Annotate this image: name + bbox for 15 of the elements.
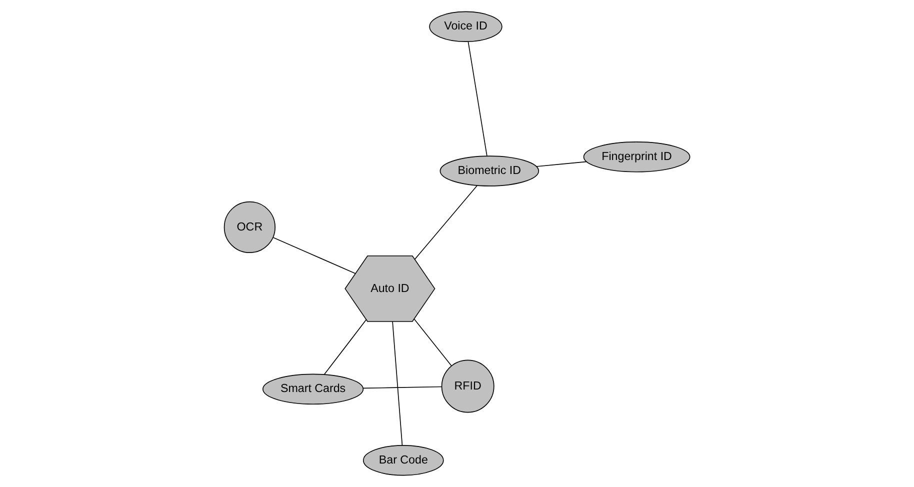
node-ellipse: Biometric ID [440, 156, 540, 186]
node-ellipse: Smart Cards [262, 374, 364, 405]
connector [414, 318, 452, 366]
node-ellipse: Bar Code [362, 444, 444, 476]
connector [536, 161, 588, 167]
connector [468, 41, 488, 156]
connector [392, 321, 403, 446]
node-ellipse: Voice ID [429, 11, 502, 42]
node-circle: RFID [441, 360, 494, 413]
node-circle: OCR [224, 201, 276, 253]
node-ellipse: Fingerprint ID [583, 142, 690, 172]
connector [324, 319, 367, 375]
connector [272, 237, 356, 274]
connector [362, 386, 442, 389]
connector [414, 185, 478, 260]
